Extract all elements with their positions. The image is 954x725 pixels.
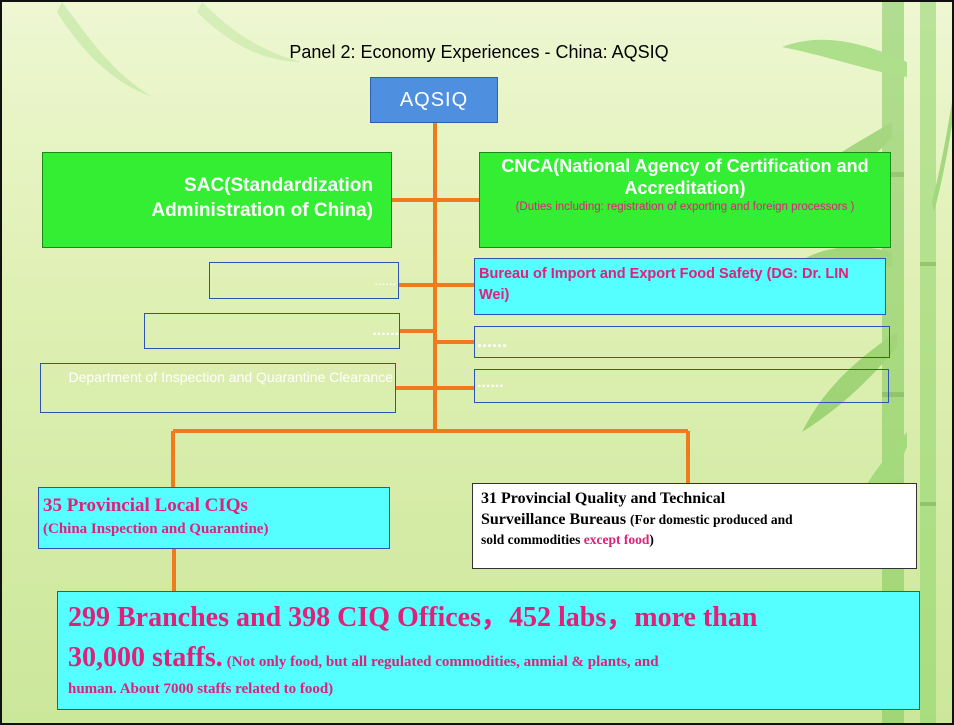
aqsiq-root-node: AQSIQ (370, 77, 498, 123)
provincial-ciqs-node: 35 Provincial Local CIQs (China Inspecti… (38, 487, 390, 549)
branches-line2-big: 30,000 staffs. (68, 642, 223, 673)
branches-line1: 299 Branches and 398 CIQ Offices，452 lab… (68, 602, 758, 633)
provincial-line2: Surveillance Bureaus (For domestic produ… (481, 510, 908, 530)
ciq-line1: 35 Provincial Local CIQs (43, 495, 248, 516)
inspection-quarantine-clearance-node: Department of Inspection and Quarantine … (40, 363, 396, 413)
right-unnamed-node-2: ...... (474, 326, 890, 358)
right-unnamed-node-3: ...... (474, 369, 889, 403)
provincial-line3-close: ) (649, 532, 654, 547)
provincial-line3: sold commodities except food) (481, 530, 908, 550)
sac-node: SAC(Standardization Administration of Ch… (42, 152, 392, 248)
branches-line3: human. About 7000 staffs related to food… (68, 681, 334, 697)
cnca-note: (Duties including: registration of expor… (515, 201, 855, 213)
provincial-line1: 31 Provincial Quality and Technical (481, 490, 726, 507)
provincial-line2-main: Surveillance Bureaus (481, 511, 627, 528)
cnca-label: CNCA(National Agency of Certification an… (501, 156, 869, 198)
left-unnamed-node-1: ...... (209, 262, 399, 299)
provincial-quality-bureaus-node: 31 Provincial Quality and Technical Surv… (472, 483, 917, 569)
provincial-line3-a: sold commodities (481, 532, 581, 547)
provincial-line3-except: except food (583, 532, 650, 547)
branches-offices-node: 299 Branches and 398 CIQ Offices，452 lab… (57, 591, 920, 710)
provincial-line2-sub: (For domestic produced and (630, 512, 793, 527)
branches-line2: 30,000 staffs. (Not only food, but all r… (68, 638, 909, 678)
import-export-food-safety-bureau-node: Bureau of Import and Export Food Safety … (474, 258, 886, 315)
ciq-line2: (China Inspection and Quarantine) (43, 521, 269, 537)
slide-title: Panel 2: Economy Experiences - China: AQ… (289, 42, 669, 62)
cnca-node: CNCA(National Agency of Certification an… (479, 152, 891, 248)
left-unnamed-node-2: ...... (144, 313, 400, 349)
branches-line2-small: (Not only food, but all regulated commod… (226, 654, 659, 670)
